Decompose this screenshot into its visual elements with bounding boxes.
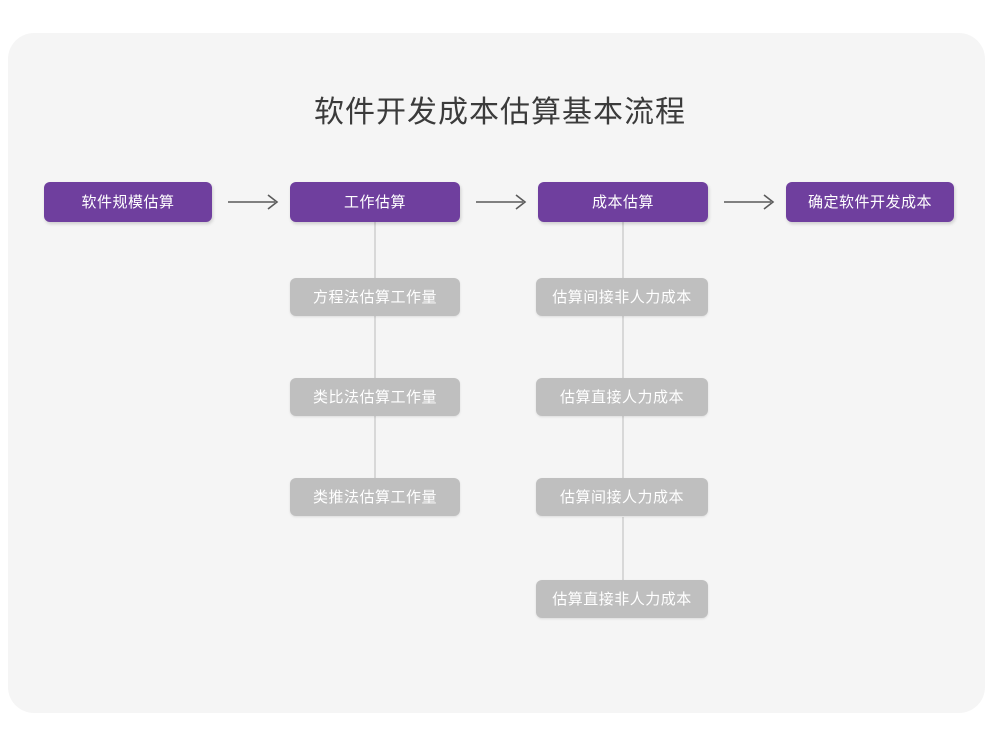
flow-arrow-3	[720, 187, 782, 217]
flow-arrow-2	[472, 187, 534, 217]
connector-line-cost-3	[622, 416, 624, 496]
flow-node-determine-development-cost[interactable]: 确定软件开发成本	[786, 182, 954, 222]
flow-node-cost-estimation[interactable]: 成本估算	[538, 182, 708, 222]
sub-step-indirect-non-labor-cost[interactable]: 估算间接非人力成本	[536, 278, 708, 316]
connector-line-work-3	[374, 416, 376, 496]
sub-step-indirect-labor-cost[interactable]: 估算间接人力成本	[536, 478, 708, 516]
sub-step-equation-method-workload[interactable]: 方程法估算工作量	[290, 278, 460, 316]
flow-node-work-estimation[interactable]: 工作估算	[290, 182, 460, 222]
content-card	[8, 33, 985, 713]
page-title: 软件开发成本估算基本流程	[314, 96, 686, 129]
sub-step-analogy-method-workload[interactable]: 类比法估算工作量	[290, 378, 460, 416]
connector-line-work-1	[374, 220, 376, 298]
sub-step-extrapolation-method-workload[interactable]: 类推法估算工作量	[290, 478, 460, 516]
connector-line-cost-4	[622, 517, 624, 599]
connector-line-work-2	[374, 316, 376, 396]
connector-line-cost-2	[622, 316, 624, 396]
sub-step-direct-labor-cost[interactable]: 估算直接人力成本	[536, 378, 708, 416]
sub-step-direct-non-labor-cost[interactable]: 估算直接非人力成本	[536, 580, 708, 618]
flow-arrow-1	[224, 187, 286, 217]
connector-line-cost-1	[622, 220, 624, 298]
flow-node-software-scale-estimation[interactable]: 软件规模估算	[44, 182, 212, 222]
